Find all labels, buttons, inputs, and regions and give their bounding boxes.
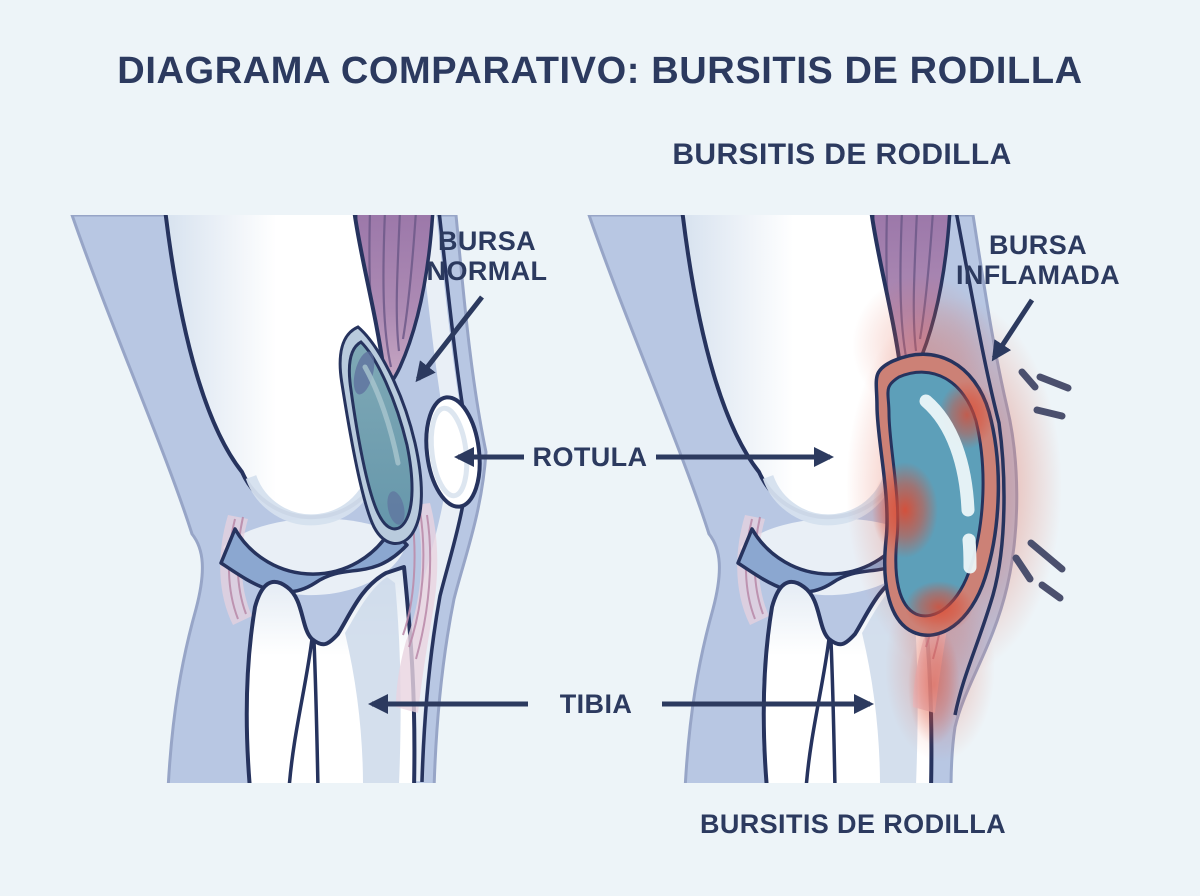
bursa-normal-label-line1: BURSA bbox=[437, 226, 537, 256]
subtitle: BURSITIS DE RODILLA bbox=[672, 138, 1012, 171]
bottom-caption: BURSITIS DE RODILLA bbox=[699, 809, 1007, 839]
rotula-label: ROTULA bbox=[532, 442, 648, 472]
pain-lines-icon bbox=[1012, 368, 1072, 602]
bursa-inflamed-sac bbox=[872, 352, 1001, 637]
bursa-inflamada-label-line2: INFLAMADA bbox=[955, 260, 1121, 291]
page-title: DIAGRAMA COMPARATIVO: BURSITIS DE RODILL… bbox=[117, 50, 1083, 92]
knee-bursitis-panel bbox=[587, 215, 1072, 783]
bursa-normal-sac bbox=[338, 325, 423, 545]
tibia-label: TIBIA bbox=[559, 689, 633, 719]
knee-normal-panel bbox=[70, 215, 488, 783]
bursa-normal-label-line2: NORMAL bbox=[426, 256, 548, 287]
front-fascia-line bbox=[953, 215, 1006, 716]
bursa-normal-label: BURSA NORMAL bbox=[427, 226, 548, 286]
annotation-arrows bbox=[368, 295, 1035, 714]
inflammation-shin-tint bbox=[908, 625, 960, 745]
bursa-inflamada-arrow bbox=[991, 298, 1035, 362]
patella-bone bbox=[424, 395, 482, 509]
bursa-normal-arrow bbox=[415, 295, 484, 383]
bursa-inflamada-label-line1: BURSA bbox=[988, 230, 1088, 260]
bursa-inflamada-label: BURSA INFLAMADA bbox=[956, 230, 1120, 290]
front-fascia-line bbox=[420, 215, 472, 783]
